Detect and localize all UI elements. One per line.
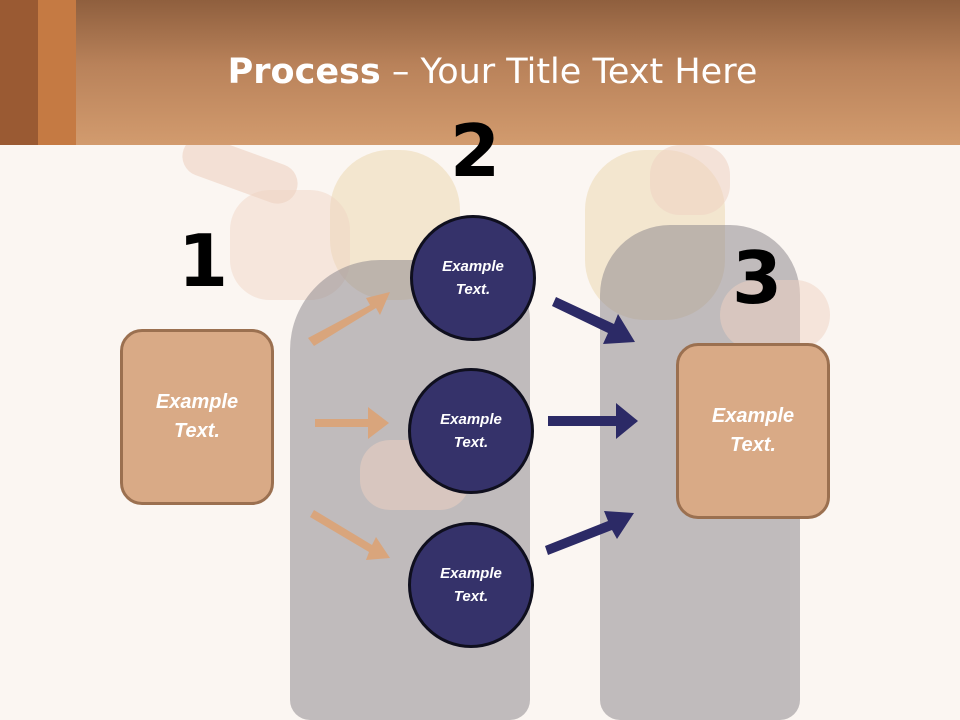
- box-right-line2: Text.: [730, 434, 776, 456]
- step-number-2: 2: [450, 109, 501, 193]
- step-number-3: 3: [732, 236, 783, 320]
- circle-3-line2: Text.: [453, 588, 489, 605]
- box-left-line2: Text.: [174, 420, 220, 442]
- process-box-left: Example Text.: [120, 329, 274, 505]
- circle-1-line2: Text.: [455, 281, 491, 298]
- box-right-line1: Example: [711, 405, 795, 427]
- process-box-right: Example Text.: [676, 343, 830, 519]
- process-circle-2: Example Text.: [408, 368, 534, 494]
- title-bold: Process: [227, 52, 381, 92]
- title-bar: Process – Your Title Text Here: [0, 0, 960, 145]
- header-accent-strip: [0, 0, 38, 145]
- title-rest: – Your Title Text Here: [380, 52, 758, 92]
- left-arrows: [308, 292, 390, 560]
- arrow-circle-1-to-box: [552, 297, 635, 344]
- circle-1-line1: Example: [442, 258, 504, 275]
- arrow-box-to-circle-1: [308, 292, 390, 346]
- step-number-1: 1: [178, 219, 229, 303]
- process-circle-1: Example Text.: [410, 215, 536, 341]
- arrow-circle-3-to-box: [545, 511, 634, 555]
- arrow-box-to-circle-2: [315, 407, 389, 439]
- process-circle-3: Example Text.: [408, 522, 534, 648]
- circle-3-line1: Example: [440, 565, 502, 582]
- box-left-line1: Example: [155, 391, 239, 413]
- arrow-box-to-circle-3: [310, 510, 390, 560]
- right-arrows: [545, 297, 638, 555]
- slide-title: Process – Your Title Text Here: [0, 52, 960, 92]
- arrow-circle-2-to-box: [548, 403, 638, 439]
- header-accent-strip: [38, 0, 76, 145]
- circle-2-line1: Example: [440, 411, 502, 428]
- circle-2-line2: Text.: [453, 434, 489, 451]
